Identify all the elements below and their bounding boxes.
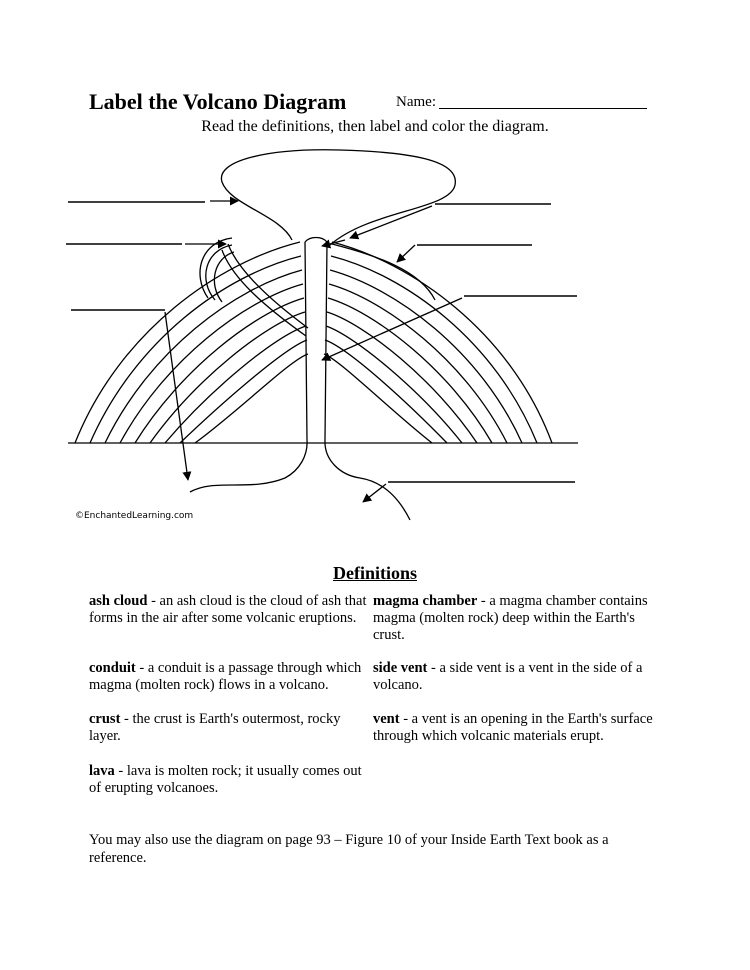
definition-term: ash cloud bbox=[89, 593, 148, 609]
instructions: Read the definitions, then label and col… bbox=[201, 118, 549, 135]
definitions-heading: Definitions bbox=[332, 563, 417, 583]
definition-text: - a magma chamber contains magma (molten… bbox=[373, 593, 648, 643]
pointer-arrow-7 bbox=[362, 483, 387, 503]
volcano-strata-left bbox=[74, 241, 309, 444]
side-vent-channel bbox=[227, 243, 309, 329]
conduit-left-wall bbox=[189, 241, 308, 493]
definition-text: - an ash cloud is the cloud of ash that … bbox=[89, 593, 367, 626]
definition-text: - lava is molten rock; it usually comes … bbox=[89, 763, 362, 796]
pointer-arrow-6 bbox=[321, 297, 463, 361]
definition-term: conduit bbox=[89, 660, 136, 676]
definition-text: - the crust is Earth's outermost, rocky … bbox=[89, 711, 341, 744]
pointer-arrow-8 bbox=[321, 239, 346, 249]
definition-term: vent bbox=[373, 711, 400, 727]
definition-term: side vent bbox=[373, 660, 428, 676]
definition-vent: vent - a vent is an opening in the Earth… bbox=[373, 711, 663, 745]
definition-crust: crust - the crust is Earth's outermost, … bbox=[89, 711, 371, 745]
definition-side-vent: side vent - a side vent is a vent in the… bbox=[373, 660, 663, 694]
vent-opening bbox=[304, 236, 328, 243]
definition-conduit: conduit - a conduit is a passage through… bbox=[89, 660, 371, 694]
page-title: Label the Volcano Diagram bbox=[89, 89, 347, 114]
definition-text: - a side vent is a vent in the side of a… bbox=[373, 660, 643, 693]
definition-term: lava bbox=[89, 763, 115, 779]
name-label: Name: bbox=[396, 94, 436, 110]
right-flank-ridge bbox=[331, 243, 436, 301]
pointer-arrow-3 bbox=[164, 311, 192, 481]
conduit-right-wall bbox=[324, 241, 411, 521]
definition-magma-chamber: magma chamber - a magma chamber contains… bbox=[373, 593, 663, 644]
side-vent-channel-inner bbox=[221, 249, 307, 337]
volcano-diagram bbox=[66, 149, 578, 521]
definition-ash-cloud: ash cloud - an ash cloud is the cloud of… bbox=[89, 593, 371, 627]
volcano-strata-right bbox=[323, 241, 553, 444]
footer-note: You may also use the diagram on page 93 … bbox=[89, 832, 609, 866]
pointer-arrow-4 bbox=[349, 205, 433, 240]
definition-text: - a conduit is a passage through which m… bbox=[89, 660, 362, 693]
definition-text: - a vent is an opening in the Earth's su… bbox=[373, 711, 653, 744]
pointer-arrow-5 bbox=[396, 244, 416, 263]
name-blank-line[interactable] bbox=[439, 108, 647, 109]
definition-term: magma chamber bbox=[373, 593, 478, 609]
definition-lava: lava - lava is molten rock; it usually c… bbox=[89, 763, 371, 797]
definition-term: crust bbox=[89, 711, 121, 727]
diagram-credit: ©EnchantedLearning.com bbox=[75, 511, 194, 521]
ash-cloud-outline bbox=[220, 149, 456, 246]
